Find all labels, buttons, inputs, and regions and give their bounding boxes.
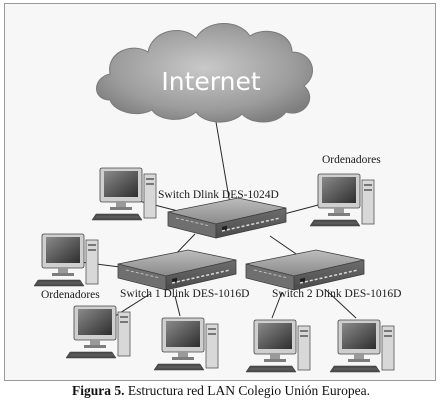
group-label-left: Ordenadores — [41, 289, 100, 301]
computer-icon — [329, 319, 395, 373]
figure-caption: Figura 5. Estructura red LAN Colegio Uni… — [0, 383, 442, 399]
computer-icon — [309, 173, 375, 227]
cable-switch1-pc-br — [174, 295, 181, 317]
computer-icon — [245, 319, 311, 373]
switch-2-icon — [245, 249, 365, 291]
computer-icon — [65, 305, 131, 359]
internet-cloud-icon: Internet — [96, 23, 314, 123]
cable-internet-switch — [214, 115, 232, 211]
cable-switch2-pc-bl — [271, 291, 283, 319]
computer-icon — [153, 317, 219, 371]
caption-text: Estructura red LAN Colegio Unión Europea… — [124, 383, 371, 398]
switch-2-label: Switch 2 Dlink DES-1016D — [272, 288, 401, 300]
cable-switch2-pc-br — [325, 289, 357, 319]
switch-1-icon — [117, 249, 237, 291]
group-label-right: Ordenadores — [322, 154, 381, 166]
cable-main-pc-right — [283, 203, 323, 215]
computer-icon — [91, 167, 157, 221]
computer-icon — [33, 233, 99, 287]
cloud-label: Internet — [161, 67, 260, 96]
switch-1-label: Switch 1 Dlink DES-1016D — [120, 288, 249, 300]
switch-main-label: Switch Dlink DES-1024D — [158, 189, 279, 201]
switch-main-icon — [167, 197, 287, 239]
cable-main-pc-left — [134, 199, 179, 212]
caption-prefix: Figura 5. — [71, 383, 125, 398]
